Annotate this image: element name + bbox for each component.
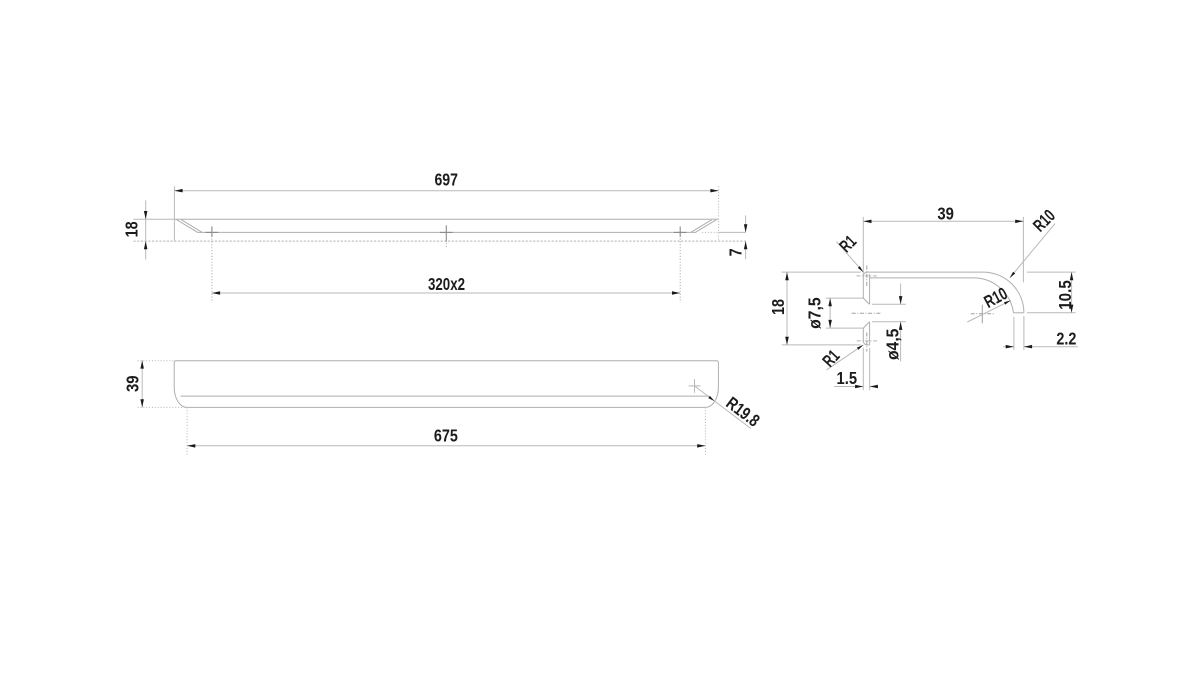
svg-text:10.5: 10.5 [1055,280,1075,310]
svg-text:ø4,5: ø4,5 [882,328,902,360]
svg-text:7: 7 [725,248,745,256]
svg-text:697: 697 [434,170,458,190]
svg-text:39: 39 [937,204,954,224]
svg-text:320x2: 320x2 [428,274,465,294]
svg-text:18: 18 [121,221,141,237]
svg-text:2.2: 2.2 [1056,329,1076,349]
svg-text:ø7,5: ø7,5 [805,297,825,329]
svg-text:1.5: 1.5 [837,368,858,388]
svg-text:675: 675 [434,426,458,446]
svg-text:18: 18 [768,299,788,315]
svg-text:39: 39 [122,375,142,392]
